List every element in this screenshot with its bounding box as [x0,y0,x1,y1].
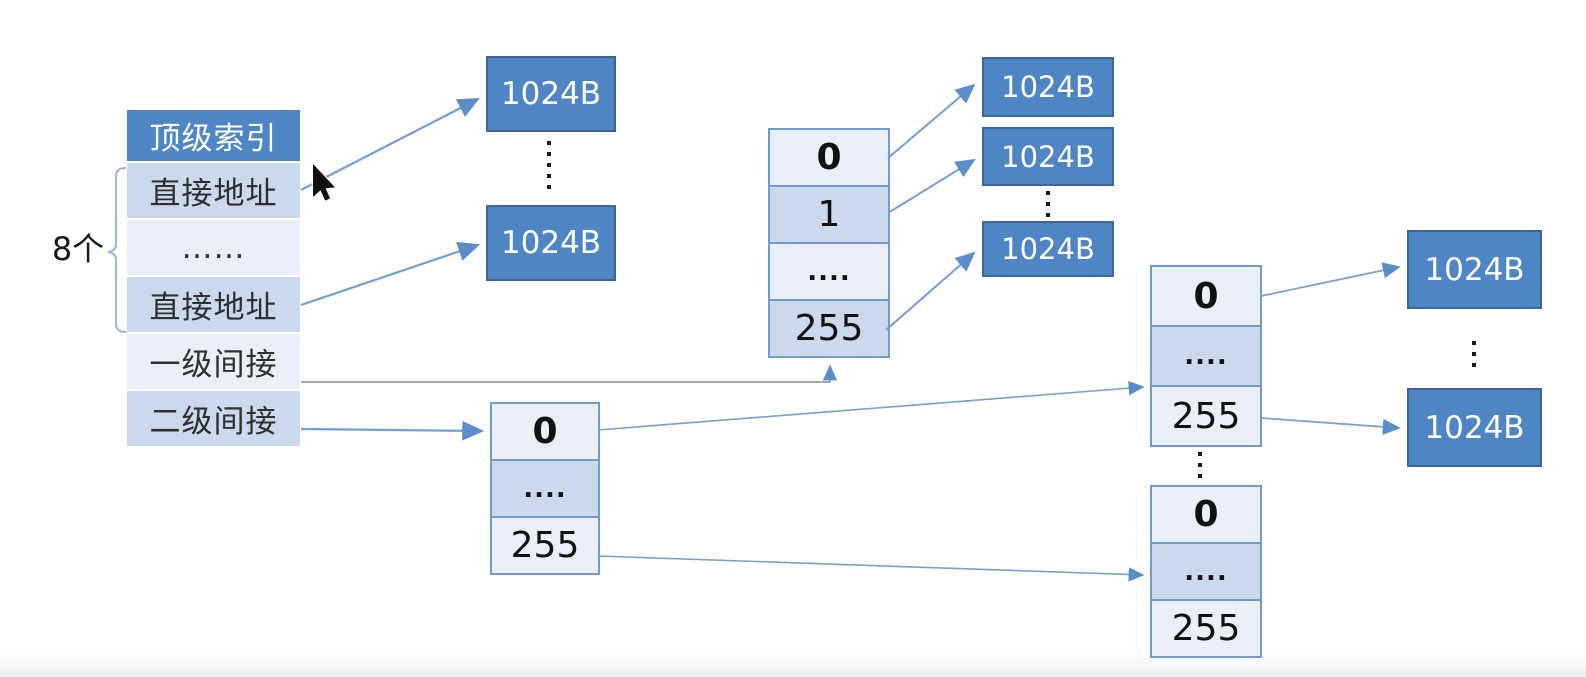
arrow-l1-entry255-to-l2-bottom [597,555,1145,582]
arrow-single-indirect [301,364,838,383]
direct-count-label: 8个 [51,230,105,268]
data-block-1024b: 1024B [982,221,1114,277]
row-direct-address-1: 直接地址 [127,163,300,218]
data-block-1024b: 1024B [982,57,1114,117]
index-entry-255: 255 [1152,385,1260,445]
single-indirect-index-block: 0 1 .... 255 [768,128,890,358]
arrow-l1-entry0-to-l2-top [597,380,1145,431]
index-entry-255: 255 [1152,599,1260,656]
index-entry-ellipsis: .... [492,459,598,516]
row-ellipsis: …… [127,220,300,275]
index-entry-ellipsis: .... [1152,325,1260,385]
double-indirect-l1-index-block: 0 .... 255 [490,402,600,575]
index-entry-255: 255 [770,299,888,356]
row-direct-address-2: 直接地址 [127,277,300,332]
row-double-indirect: 二级间接 [127,391,300,446]
double-indirect-l2-bottom-index-block: 0 .... 255 [1150,485,1262,658]
top-level-index-table: 顶级索引 直接地址 …… 直接地址 一级间接 二级间接 [127,110,300,446]
data-block-1024b: 1024B [486,56,616,132]
index-entry-0: 0 [1152,267,1260,325]
index-entry-0: 0 [1152,487,1260,542]
data-block-1024b: 1024B [1407,388,1542,467]
index-entry-0: 0 [492,404,598,459]
arrow-entry255-to-block [885,251,976,331]
arrow-direct-2 [300,241,481,307]
data-block-1024b: 1024B [982,127,1114,186]
count-bracket [107,167,127,333]
index-entry-0: 0 [770,130,888,185]
arrow-l2-entry0-to-block [1260,262,1401,297]
mouse-cursor [311,162,337,202]
index-entry-1: 1 [770,185,888,242]
index-entry-255: 255 [492,516,598,573]
arrow-l2-entry255-to-block [1260,417,1401,435]
data-block-1024b: 1024B [1407,230,1542,309]
arrow-double-indirect [300,420,485,441]
arrow-entry1-to-block [887,158,976,214]
arrow-entry0-to-block [887,83,976,159]
index-entry-ellipsis: .... [1152,542,1260,599]
top-level-index-header: 顶级索引 [127,110,300,161]
bottom-fade [0,653,1586,677]
data-block-1024b: 1024B [486,205,616,281]
arrow-direct-1 [300,97,480,191]
double-indirect-l2-top-index-block: 0 .... 255 [1150,265,1262,447]
index-entry-ellipsis: .... [770,242,888,299]
row-single-indirect: 一级间接 [127,334,300,389]
